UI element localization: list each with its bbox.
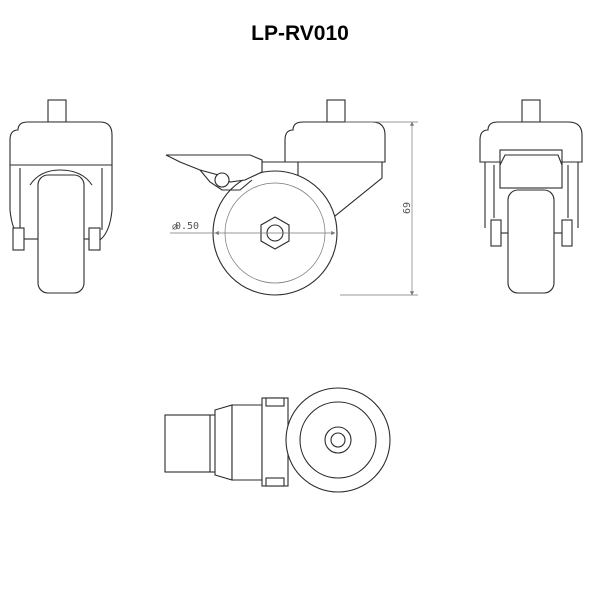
overall-height-label: 69 bbox=[402, 202, 413, 214]
brake-pivot bbox=[214, 172, 230, 188]
front-axle-nut-right bbox=[88, 227, 101, 251]
rear-fork-block bbox=[499, 149, 563, 189]
top-hub-bore bbox=[330, 432, 346, 448]
side-cap bbox=[284, 121, 386, 163]
rear-wheel bbox=[507, 189, 555, 294]
top-axle-housing bbox=[261, 397, 289, 487]
front-wheel bbox=[37, 174, 85, 294]
front-stem bbox=[47, 99, 67, 123]
top-bracket-mid bbox=[231, 404, 263, 481]
top-wheel-outer bbox=[285, 387, 391, 493]
rear-fork-outer bbox=[484, 162, 579, 228]
drawing-title: LP-RV010 bbox=[251, 22, 349, 45]
front-cap bbox=[9, 121, 113, 166]
front-fork-inner bbox=[19, 168, 103, 230]
top-hub bbox=[324, 426, 352, 454]
rear-axle-nut-right bbox=[561, 219, 573, 247]
front-axle-nut-left bbox=[12, 227, 25, 251]
rear-axle-nut-left bbox=[490, 219, 502, 247]
top-wheel-inner bbox=[299, 401, 377, 479]
svg-text:⌀: ⌀ bbox=[172, 222, 178, 233]
rear-stem bbox=[521, 99, 541, 123]
top-bracket-left bbox=[214, 404, 233, 481]
side-view: 0.50 ⌀ 69 bbox=[165, 99, 418, 296]
front-view bbox=[9, 99, 113, 294]
top-view bbox=[164, 387, 391, 493]
brake-lever bbox=[165, 154, 263, 183]
wheel-diameter-label: 0.50 bbox=[175, 221, 199, 232]
side-stem bbox=[326, 99, 346, 123]
rear-view bbox=[479, 99, 583, 294]
front-fork-arch bbox=[29, 169, 93, 186]
